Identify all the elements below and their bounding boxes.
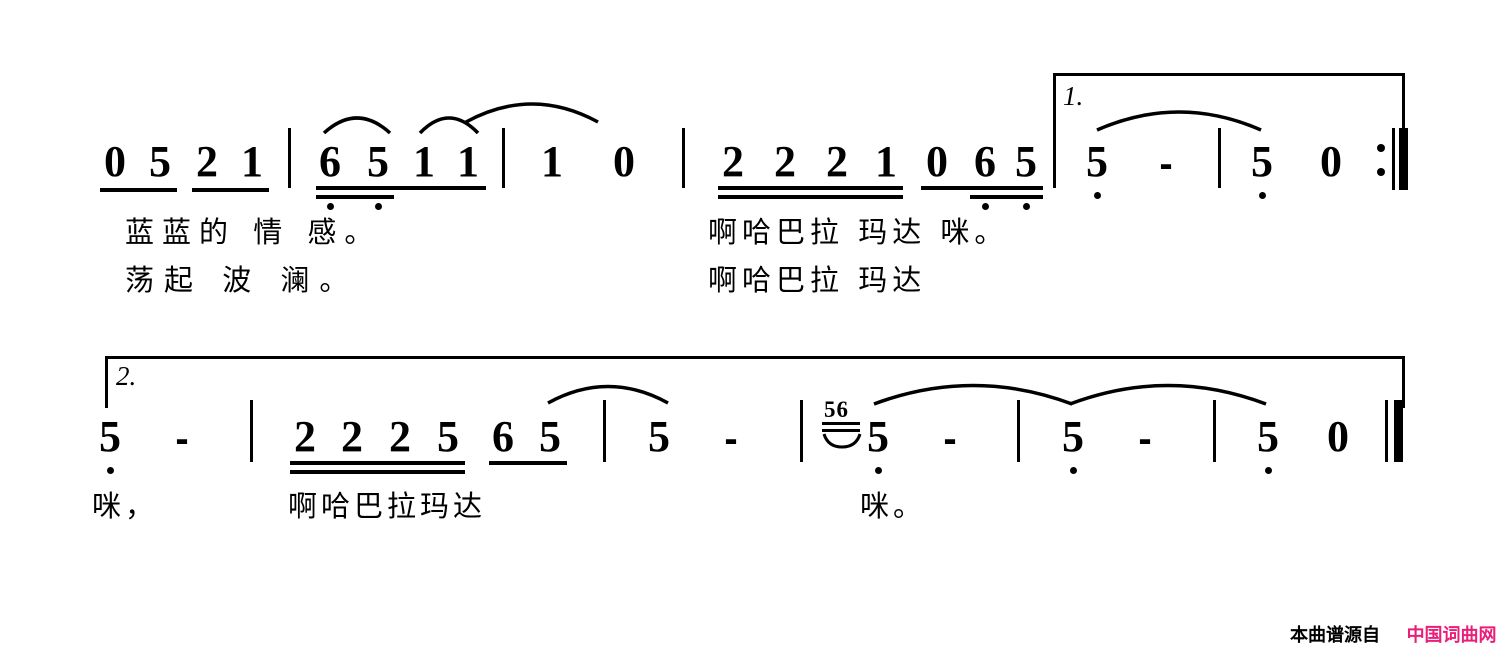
repeat-dot-upper <box>1377 144 1385 152</box>
dash-m5: - <box>1159 142 1173 186</box>
note-0-m4: 0 <box>926 137 948 186</box>
lyric-s1-verse1-b: 啊哈巴拉 玛达 咪。 <box>708 215 1009 249</box>
grace-note-56: 56 <box>824 397 849 422</box>
note-5-m1: 5 <box>149 137 171 186</box>
grace-beam-outer <box>822 422 860 425</box>
grace-beam-inner <box>822 429 860 432</box>
beam-m4-b-outer <box>921 186 1043 190</box>
note-0-m12: 0 <box>1327 412 1349 461</box>
note-0-m3: 0 <box>613 137 635 186</box>
dash-m10: - <box>943 417 957 461</box>
beam-m1-b <box>192 188 269 192</box>
note-6-m8: 6 <box>492 412 514 461</box>
note-5-m7: 5 <box>99 412 121 461</box>
barline-1 <box>288 128 291 188</box>
lyric-s1-verse1-a: 蓝蓝的 情 感。 <box>125 215 382 249</box>
barline-10 <box>1213 400 1216 462</box>
note-1-m1: 1 <box>241 137 263 186</box>
repeat-barline-thick <box>1399 128 1408 190</box>
ending-label-2: 2. <box>116 361 137 391</box>
repeat-barline-thin <box>1392 128 1395 190</box>
octave-dot-5-m2 <box>374 203 382 210</box>
final-barline-thin <box>1385 400 1388 462</box>
note-0-m1: 0 <box>104 137 126 186</box>
ending-bracket-2 <box>105 356 1405 408</box>
barline-2 <box>502 128 505 188</box>
barline-5 <box>1218 128 1221 188</box>
beam-m4-a-outer <box>718 186 903 190</box>
credit-source-label: 本曲谱源自 <box>1290 625 1380 646</box>
ending-bracket-1 <box>1053 73 1405 135</box>
barline-3 <box>682 128 685 188</box>
slur-1-1 <box>418 107 480 135</box>
note-5-m6: 5 <box>1251 137 1273 186</box>
note-1b-m2: 1 <box>457 137 479 186</box>
lyric-s2-b: 啊哈巴拉玛达 <box>288 489 487 523</box>
note-5-m9: 5 <box>648 412 670 461</box>
octave-dot-6-m4 <box>981 203 989 210</box>
note-0-m6: 0 <box>1320 137 1342 186</box>
slur-6-5 <box>322 107 392 135</box>
lyric-s1-verse2-a: 荡起 波 澜。 <box>125 263 359 297</box>
octave-dot-5-m7 <box>106 467 114 474</box>
note-2-m1: 2 <box>196 137 218 186</box>
dash-m11: - <box>1138 417 1152 461</box>
barline-9 <box>1017 400 1020 462</box>
barline-6 <box>250 400 253 462</box>
final-barline-thick <box>1394 400 1403 462</box>
note-5-m12: 5 <box>1257 412 1279 461</box>
note-1-m4: 1 <box>875 137 897 186</box>
tie-5-m5-m6 <box>1095 100 1263 132</box>
tie-m10-m11 <box>872 374 1074 406</box>
note-2b-m8: 2 <box>341 412 363 461</box>
note-6-m4: 6 <box>974 137 996 186</box>
lyric-s2-a: 咪， <box>92 489 159 523</box>
barline-8 <box>800 400 803 462</box>
barline-4 <box>1053 128 1056 188</box>
beam-m4-b-inner <box>970 195 1043 199</box>
note-1-m3: 1 <box>541 137 563 186</box>
note-5b-m8: 5 <box>539 412 561 461</box>
note-2a-m8: 2 <box>294 412 316 461</box>
note-2c-m4: 2 <box>826 137 848 186</box>
note-5-m4: 5 <box>1015 137 1037 186</box>
note-2a-m4: 2 <box>722 137 744 186</box>
tie-m11-m12 <box>1068 374 1268 406</box>
slur-m8-m9 <box>546 375 670 405</box>
beam-m2-inner <box>316 195 394 199</box>
beam-m1-a <box>100 188 177 192</box>
tie-1-across-barline <box>464 92 600 124</box>
repeat-dot-lower <box>1377 168 1385 176</box>
note-2b-m4: 2 <box>774 137 796 186</box>
note-5-m5: 5 <box>1086 137 1108 186</box>
octave-dot-6-m2 <box>326 203 334 210</box>
beam-m2-outer <box>316 186 486 190</box>
octave-dot-5-m5 <box>1093 192 1101 199</box>
note-5-m10: 5 <box>867 412 889 461</box>
ending-label-1: 1. <box>1063 81 1084 111</box>
octave-dot-5-m4 <box>1022 203 1030 210</box>
note-2c-m8: 2 <box>389 412 411 461</box>
note-5-m2: 5 <box>367 137 389 186</box>
octave-dot-5-m11 <box>1069 467 1077 474</box>
dash-m7: - <box>175 417 189 461</box>
grace-slur-hook <box>822 432 862 455</box>
beam-m8-a-outer <box>290 461 465 465</box>
beam-m8-a-inner <box>290 470 465 474</box>
octave-dot-5-m12 <box>1264 467 1272 474</box>
note-5-m8: 5 <box>437 412 459 461</box>
lyric-s2-c: 咪。 <box>860 489 927 523</box>
octave-dot-5-m6 <box>1258 192 1266 199</box>
note-6-m2: 6 <box>319 137 341 186</box>
credit-line: 本曲谱源自 中国词曲网 <box>1290 625 1497 647</box>
note-5-m11: 5 <box>1062 412 1084 461</box>
octave-dot-5-m10 <box>874 467 882 474</box>
credit-site-name[interactable]: 中国词曲网 <box>1406 625 1497 646</box>
beam-m8-b <box>489 461 567 465</box>
note-1a-m2: 1 <box>413 137 435 186</box>
dash-m9: - <box>724 417 738 461</box>
barline-7 <box>603 400 606 462</box>
lyric-s1-verse2-b: 啊哈巴拉 玛达 <box>708 263 927 297</box>
beam-m4-a-inner <box>718 195 903 199</box>
